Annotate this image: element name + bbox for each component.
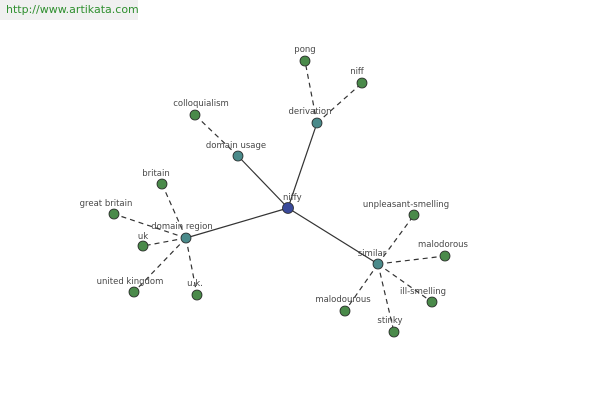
edge-domain_usage-colloquialism: [194, 114, 239, 157]
label-derivation[interactable]: derivation: [288, 107, 331, 117]
graph-labels: niffy derivation domain usage domain region…: [80, 45, 469, 326]
edge-domain_region-britain: [161, 183, 187, 239]
edge-derivation-niff: [316, 82, 363, 124]
label-united_kingdom[interactable]: united kingdom: [97, 277, 164, 287]
edge-niffy-similar: [287, 207, 379, 265]
label-domain_region[interactable]: domain region: [151, 222, 212, 232]
node-niffy[interactable]: [282, 202, 294, 214]
node-niff[interactable]: [356, 77, 368, 89]
edge-niffy-domain_region: [185, 207, 289, 239]
node-malodourous[interactable]: [339, 305, 351, 317]
label-stinky[interactable]: stinky: [377, 316, 402, 326]
label-unpleasant_smelling[interactable]: unpleasant-smelling: [363, 200, 449, 210]
node-ill_smelling[interactable]: [426, 296, 438, 308]
node-britain[interactable]: [156, 178, 168, 190]
node-u_k[interactable]: [191, 289, 203, 301]
edge-similar-ill_smelling: [377, 263, 433, 303]
node-united_kingdom[interactable]: [128, 286, 140, 298]
label-great_britain[interactable]: great britain: [80, 199, 133, 209]
label-malodorous[interactable]: malodorous: [418, 240, 469, 250]
label-britain[interactable]: britain: [142, 169, 170, 179]
label-niffy[interactable]: niffy: [283, 193, 302, 203]
edge-similar-malodourous: [344, 263, 379, 312]
label-colloquialism[interactable]: colloquialism: [173, 99, 229, 109]
node-derivation[interactable]: [311, 117, 323, 129]
label-pong[interactable]: pong: [294, 45, 315, 55]
label-niff[interactable]: niff: [350, 67, 365, 77]
node-stinky[interactable]: [388, 326, 400, 338]
label-uk[interactable]: uk: [138, 232, 148, 242]
source-url[interactable]: http://www.artikata.com: [0, 0, 139, 20]
graph-nodes: [108, 55, 451, 338]
node-malodorous[interactable]: [439, 250, 451, 262]
label-malodourous[interactable]: malodourous: [315, 295, 371, 305]
node-pong[interactable]: [299, 55, 311, 67]
label-u_k[interactable]: u.k.: [187, 279, 203, 289]
edge-derivation-pong: [304, 60, 318, 124]
edge-domain_region-u_k: [185, 237, 198, 296]
node-colloquialism[interactable]: [189, 109, 201, 121]
edge-similar-unpleasant_smelling: [377, 214, 415, 265]
edge-domain_region-great_britain: [113, 213, 187, 239]
label-domain_usage[interactable]: domain usage: [206, 141, 266, 151]
edge-niffy-derivation: [287, 122, 318, 209]
edge-niffy-domain_usage: [237, 155, 289, 209]
edge-domain_region-united_kingdom: [133, 237, 187, 293]
label-ill_smelling[interactable]: ill-smelling: [400, 287, 446, 297]
node-uk[interactable]: [137, 240, 149, 252]
edge-similar-stinky: [377, 263, 395, 333]
label-similar[interactable]: similar: [358, 249, 387, 259]
node-domain_region[interactable]: [180, 232, 192, 244]
node-domain_usage[interactable]: [232, 150, 244, 162]
edge-domain_region-uk: [142, 237, 187, 247]
node-great_britain[interactable]: [108, 208, 120, 220]
edge-similar-malodorous: [377, 255, 446, 265]
node-similar[interactable]: [372, 258, 384, 270]
graph-edges: [113, 60, 446, 333]
node-unpleasant_smelling[interactable]: [408, 209, 420, 221]
